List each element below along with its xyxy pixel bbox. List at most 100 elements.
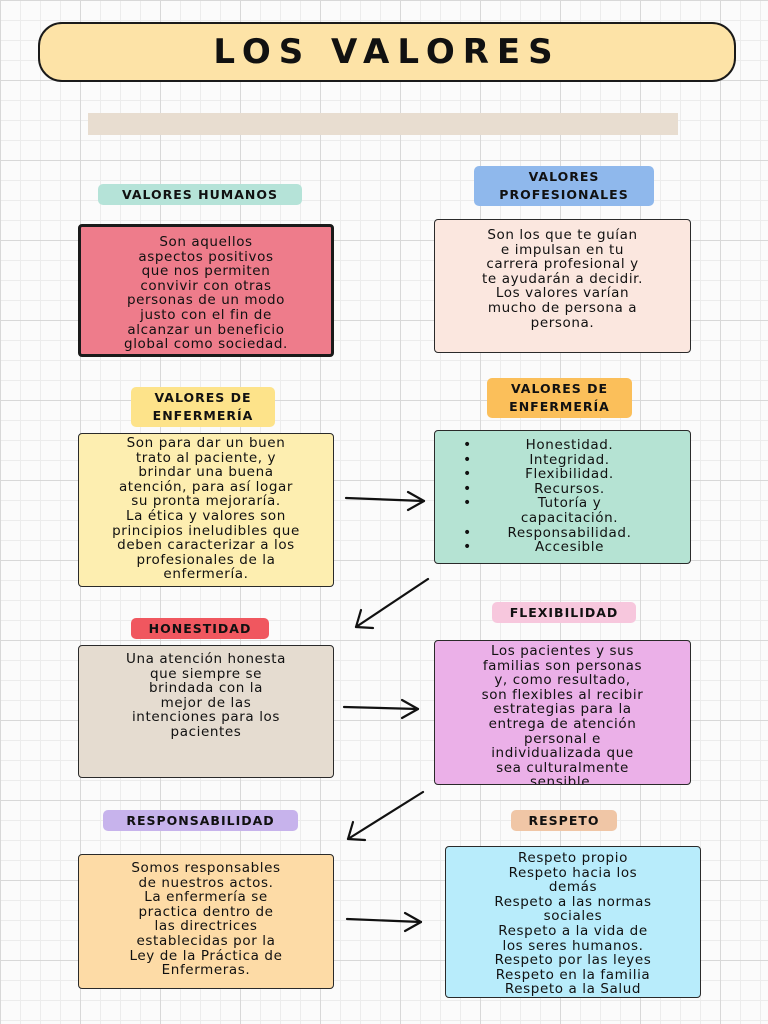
text-line: aspectos positivos: [138, 248, 274, 265]
text-line: Una atención honesta: [126, 651, 286, 667]
values-list: Honestidad. Integridad. Flexibilidad. Re…: [443, 438, 682, 555]
text-line: y, como resultado,: [494, 672, 631, 689]
list-item: Recursos.: [443, 482, 682, 497]
list-item: Honestidad.: [443, 438, 682, 453]
text-line: persona.: [530, 314, 595, 331]
tag-responsabilidad: RESPONSABILIDAD: [103, 810, 298, 831]
box-enfermeria-left: Son para dar un buen trato al paciente, …: [78, 433, 334, 587]
text-line: mejor de las: [160, 694, 252, 711]
text-line: Respeto por las leyes: [494, 952, 652, 969]
tag-label: PROFESIONALES: [499, 187, 629, 202]
list-item: Integridad.: [443, 452, 682, 468]
text-line: pacientes: [170, 723, 242, 740]
tag-label: RESPONSABILIDAD: [126, 812, 275, 828]
list-item: Flexibilidad.: [443, 467, 682, 482]
box-honestidad: Una atención honesta que siempre se brin…: [78, 645, 334, 778]
text-line: La enfermería se: [144, 889, 268, 906]
box-flexibilidad: Los pacientes y sus familias son persona…: [434, 640, 691, 785]
text-line: Respeto a la vida de: [498, 922, 648, 939]
text-line: Somos responsables: [131, 860, 281, 876]
text-line: La ética y valores son: [126, 507, 286, 524]
text-line: que nos permiten: [141, 263, 271, 280]
text-line: Respeto propio: [518, 850, 628, 866]
text-line: personal e: [524, 730, 601, 747]
text-line: Son aquellos: [159, 234, 253, 250]
arrow-right-3: [345, 911, 423, 933]
text-line: brindada con la: [149, 680, 263, 697]
text-line: brindar una buena: [138, 464, 274, 481]
text-line: los seres humanos.: [502, 937, 644, 954]
text-line: familias son personas: [482, 657, 643, 674]
text-line: Respeto a la Salud: [504, 981, 642, 998]
tag-label: ENFERMERÍA: [509, 399, 610, 414]
text-line: demás: [548, 879, 598, 896]
text-line: enfermería.: [163, 566, 249, 583]
text-line: justo con el fin de: [140, 306, 272, 323]
text-line: carrera profesional y: [486, 256, 639, 273]
text-line: practica dentro de: [138, 903, 274, 920]
text-line: alcanzar un beneficio: [127, 321, 285, 338]
text-line: Respeto en la familia: [495, 966, 651, 983]
tag-honestidad: HONESTIDAD: [131, 618, 269, 639]
text-line: Son los que te guían: [487, 227, 638, 243]
tag-label: VALORES: [528, 169, 600, 184]
box-valores-humanos: Son aquellos aspectos positivos que nos …: [78, 224, 334, 357]
text-line: principios ineludibles que: [112, 522, 300, 539]
text-line: convivir con otras: [140, 277, 272, 294]
tag-label: VALORES HUMANOS: [122, 186, 278, 202]
text-line: e impulsan en tu: [500, 241, 625, 258]
text-line: atención, para así logar: [118, 478, 294, 495]
text-line: Ley de la Práctica de: [129, 947, 283, 964]
text-line: son flexibles al recibir: [481, 686, 644, 703]
text-line: Respeto hacia los: [508, 864, 638, 881]
text-line: Los pacientes y sus: [491, 643, 634, 659]
text-line: de nuestros actos.: [138, 874, 274, 891]
list-item: Responsabilidad.: [443, 525, 682, 541]
text-line: sociales: [543, 908, 603, 925]
text-line: estrategias para la: [493, 701, 632, 718]
text-line: su pronta mejoraría.: [131, 493, 281, 510]
tag-enfermeria-right: VALORES DE ENFERMERÍA: [487, 378, 632, 418]
tag-flexibilidad: FLEXIBILIDAD: [492, 602, 636, 623]
box-respeto: Respeto propio Respeto hacia los demás R…: [445, 846, 701, 998]
text-line: que siempre se: [149, 665, 263, 682]
text-line: sea culturalmente: [496, 759, 629, 776]
text-line: sensible.: [530, 774, 595, 785]
tag-label: VALORES DE: [510, 381, 609, 396]
box-enfermeria-right: Honestidad. Integridad. Flexibilidad. Re…: [434, 430, 691, 564]
arrow-diagonal-2: [346, 790, 425, 842]
box-responsabilidad: Somos responsables de nuestros actos. La…: [78, 854, 334, 989]
text-line: intenciones para los: [131, 709, 281, 726]
arrow-diagonal-1: [354, 577, 430, 630]
title-banner: LOS VALORES: [38, 22, 736, 82]
text-line: te ayudarán a decidir.: [482, 270, 643, 287]
text-line: Los valores varían: [495, 285, 630, 302]
list-item-continued: capacitación.: [520, 509, 619, 526]
arrow-right-1: [344, 490, 426, 512]
text-line: trato al paciente, y: [135, 449, 277, 466]
tag-valores-humanos: VALORES HUMANOS: [98, 184, 302, 205]
text-line: personas de un modo: [126, 292, 286, 309]
list-item: Tutoría y: [443, 496, 682, 511]
tag-label: ENFERMERÍA: [152, 408, 254, 423]
text-line: establecidas por la: [136, 932, 276, 949]
text-line: deben caracterizar a los: [117, 537, 295, 554]
tag-label: FLEXIBILIDAD: [509, 604, 619, 620]
text-line: Son para dar un buen: [126, 435, 286, 451]
tag-label: HONESTIDAD: [148, 620, 252, 636]
text-line: las directrices: [154, 918, 258, 935]
page-title: LOS VALORES: [213, 32, 561, 72]
text-line: Enfermeras.: [161, 962, 251, 979]
tag-respeto: RESPETO: [511, 810, 617, 831]
list-item: Accesible: [443, 540, 682, 555]
tag-valores-profesionales: VALORES PROFESIONALES: [474, 166, 654, 206]
subtitle-bar: [88, 113, 678, 135]
text-line: global como sociedad.: [124, 336, 288, 353]
tag-enfermeria-left: VALORES DE ENFERMERÍA: [131, 387, 275, 427]
tag-label: RESPETO: [528, 812, 600, 828]
tag-label: VALORES DE: [154, 390, 252, 405]
text-line: individualizada que: [491, 745, 634, 762]
arrow-right-2: [342, 698, 420, 720]
text-line: entrega de atención: [488, 715, 637, 732]
